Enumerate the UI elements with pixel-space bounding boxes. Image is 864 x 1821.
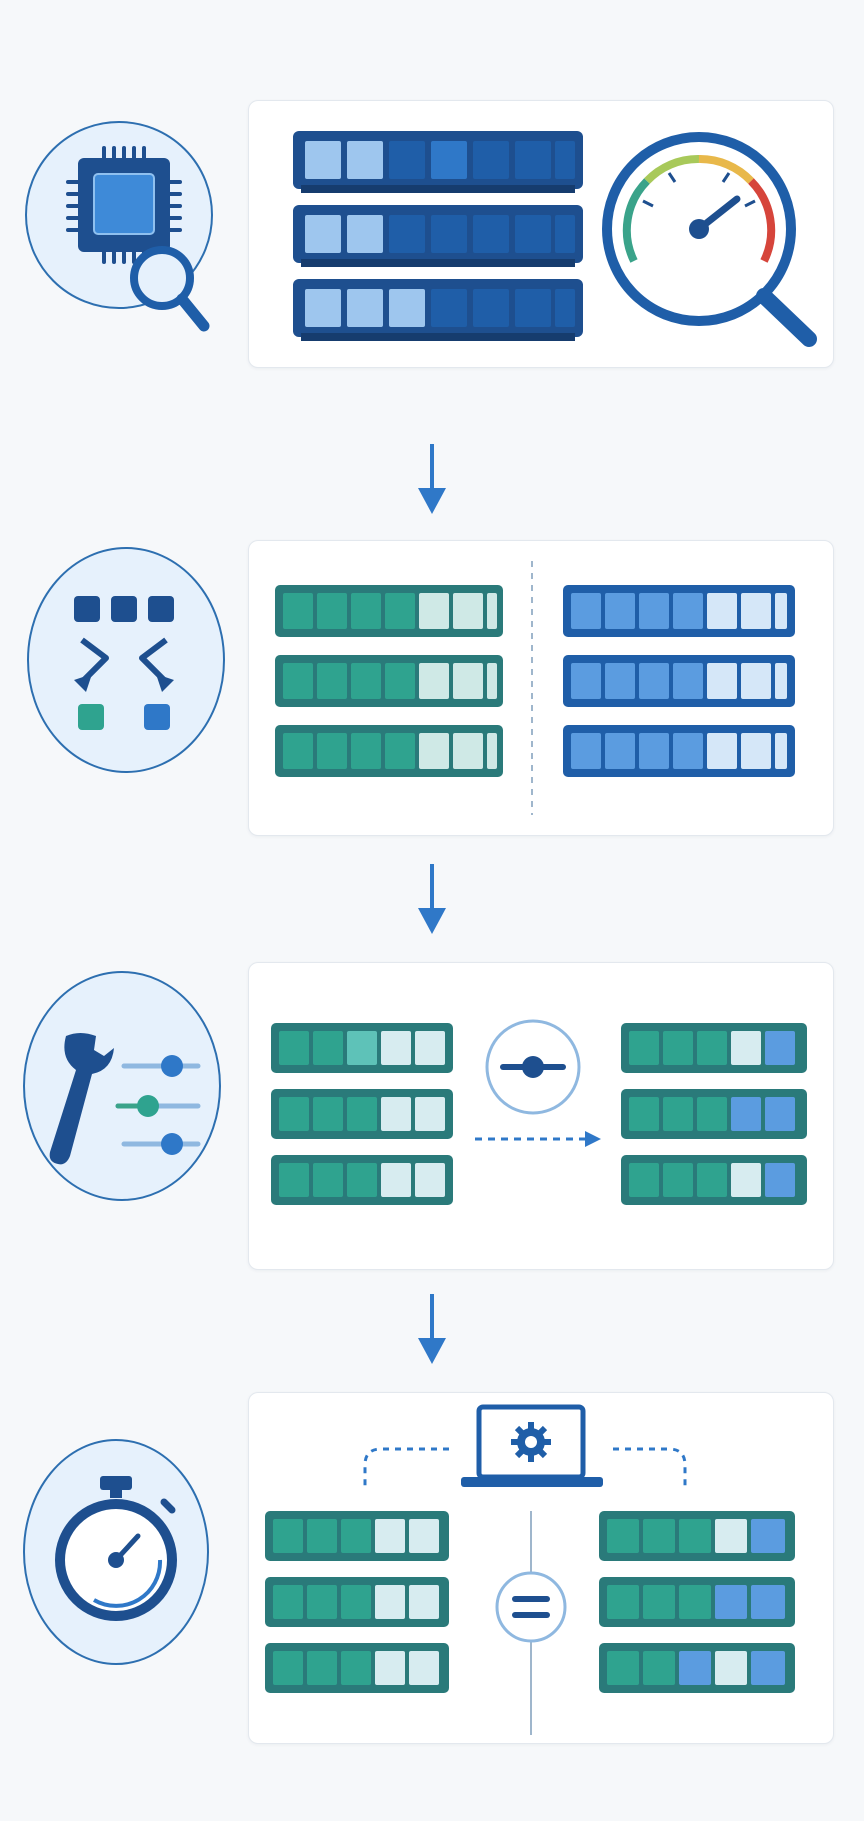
memory-module — [275, 585, 503, 637]
step-verify — [0, 1392, 864, 1752]
memory-module — [563, 585, 795, 637]
down-arrow-icon — [418, 1294, 446, 1364]
memory-module — [293, 279, 583, 341]
memory-module — [275, 655, 503, 707]
split-panel — [248, 540, 834, 836]
memory-module — [621, 1023, 807, 1073]
transfer-arrow-icon — [475, 1131, 601, 1147]
memory-module — [621, 1155, 807, 1205]
memory-module — [271, 1023, 453, 1073]
tune-panel — [248, 962, 834, 1270]
memory-module — [265, 1511, 449, 1561]
down-arrow-icon — [418, 864, 446, 934]
memory-module — [563, 725, 795, 777]
memory-module — [275, 725, 503, 777]
memory-module — [293, 205, 583, 267]
performance-gauge-icon — [602, 132, 817, 347]
step-tune — [0, 962, 864, 1272]
memory-module — [599, 1577, 795, 1627]
wrench-sliders-icon — [23, 971, 221, 1201]
memory-module — [271, 1155, 453, 1205]
tuning-knob-icon — [485, 1019, 581, 1115]
memory-module — [293, 131, 583, 193]
verify-panel — [248, 1392, 834, 1744]
step-split — [0, 540, 864, 840]
equals-icon — [495, 1571, 567, 1643]
laptop-settings-icon — [461, 1404, 603, 1487]
branching-split-icon — [27, 547, 225, 773]
memory-module — [265, 1577, 449, 1627]
memory-module — [271, 1089, 453, 1139]
memory-module — [563, 655, 795, 707]
memory-module — [265, 1643, 449, 1693]
memory-module — [621, 1089, 807, 1139]
step-profile — [0, 100, 864, 370]
stopwatch-icon — [23, 1439, 209, 1665]
memory-module — [599, 1643, 795, 1693]
memory-module — [599, 1511, 795, 1561]
down-arrow-icon — [418, 444, 446, 514]
profile-panel — [248, 100, 834, 368]
chip-magnifier-icon — [25, 121, 213, 332]
